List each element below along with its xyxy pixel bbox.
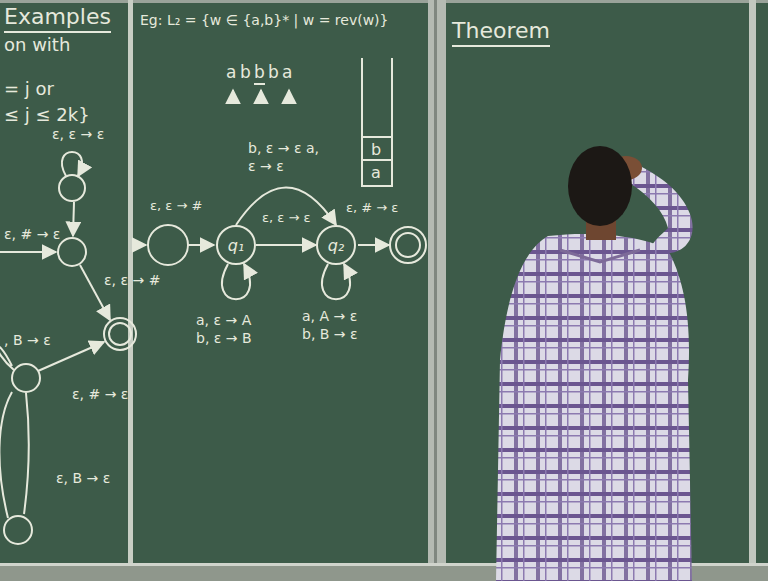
chalk-label: Eg: L₂ = {w ∈ {a,b}* | w = rev(w)} <box>140 12 388 29</box>
transition-label: a, A → ε b, B → ε <box>302 308 374 343</box>
state-name: q₂ <box>328 236 345 255</box>
transition-label: ε, ε → ε <box>262 210 311 226</box>
chalk-label: Examples <box>4 4 111 33</box>
chalk-label: b <box>240 62 251 82</box>
chalk-label: ε, # → ε <box>4 226 60 243</box>
chalk-label: a <box>282 62 292 82</box>
chalk-label: b <box>268 62 279 82</box>
state-name: q₁ <box>228 236 245 255</box>
chalk-label: = j or <box>4 78 54 100</box>
chalk-label: ε, # → ε <box>346 200 398 216</box>
chalk-label: Theorem <box>452 18 550 47</box>
state-circle: q₁ <box>216 225 256 265</box>
transition-label: b, ε → ε a, ε → ε <box>248 140 320 175</box>
lecturer-figure <box>496 146 693 581</box>
chalk-label: a <box>226 62 236 82</box>
transition-arrow <box>322 264 350 299</box>
chalk-label: ε, B → ε <box>56 470 110 487</box>
chalk-label: ε, ε → # <box>150 198 202 214</box>
chalk-label: ε, ε → # <box>104 272 160 289</box>
chalk-label: b <box>371 140 381 159</box>
chalk-label: , B → ε <box>4 332 51 349</box>
chalk-label: on with <box>4 34 70 56</box>
chalk-label: ε, ε → ε <box>52 126 104 143</box>
transition-arrow <box>256 244 316 246</box>
chalk-label: ≤ j ≤ 2k} <box>4 104 90 126</box>
chalk-label: ε, # → ε <box>72 386 128 403</box>
chalk-label: b <box>254 62 265 85</box>
chalk-label: a <box>371 163 381 182</box>
state-circle: q₂ <box>316 225 356 265</box>
transition-label: a, ε → A b, ε → B <box>196 312 268 347</box>
transition-arrow <box>222 264 250 299</box>
